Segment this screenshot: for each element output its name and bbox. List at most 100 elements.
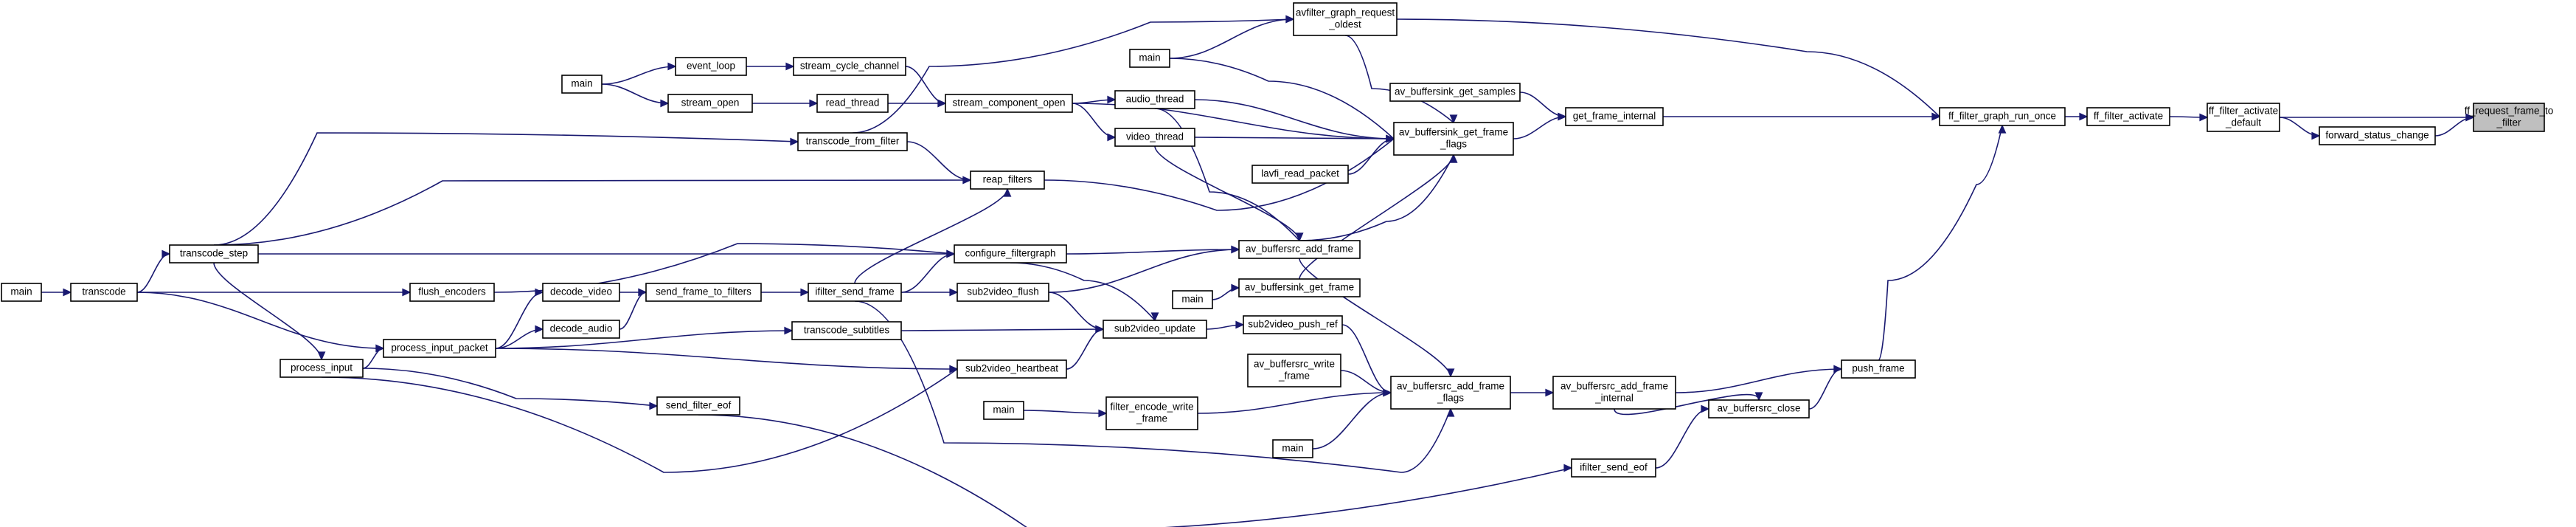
node-label: main [993,404,1014,416]
edge-line [1169,18,1294,59]
edge-line [1878,125,2003,361]
node-box [1105,396,1198,430]
node-transcode-subtitles[interactable]: transcode_subtitles [791,321,902,340]
node-label: process_input_packet [391,342,488,354]
node-sub2video-push-ref[interactable]: sub2video_push_ref [1243,315,1343,334]
node-lavfi-read-packet[interactable]: lavfi_read_packet [1251,165,1349,184]
edge-transcode-from-filter-to-avfilter-graph-request-oldest [852,15,1295,134]
node-transcode[interactable]: transcode [70,283,138,302]
edge-line [1010,262,1156,321]
node-event-loop[interactable]: event_loop [675,57,747,76]
node-transcode-from-filter[interactable]: transcode_from_filter [797,132,908,151]
node-sub2video-heartbeat[interactable]: sub2video_heartbeat [957,359,1067,379]
node-box [957,283,1049,302]
edge-av-buffersrc-add-frame-flags-to-av-buffersrc-add-frame-internal [1510,388,1555,397]
node-box [791,321,902,340]
edge-line [1299,258,1451,377]
node-box [1114,90,1195,109]
node-send-frame-to-filters[interactable]: send_frame_to_filters [645,283,762,302]
node-main-c[interactable]: main [1,283,42,302]
node-label: sub2video_heartbeat [965,363,1058,374]
edge-main-d-to-av-buffersink-get-frame [1212,283,1240,300]
node-process-input-packet[interactable]: process_input_packet [383,339,496,358]
edge-main-e-to-filter-encode-write-frame [1023,409,1108,418]
node-box [561,75,603,94]
node-box [1552,376,1676,410]
edge-arrowhead [162,249,171,258]
edge-av-buffersink-get-frame-to-av-buffersink-get-frame-flags [1299,154,1458,280]
node-main-b[interactable]: main [561,75,603,94]
node-push-frame[interactable]: push_frame [1841,359,1916,379]
node-sub2video-update[interactable]: sub2video_update [1103,320,1207,339]
edge-arrowhead [1295,232,1304,242]
node-av-buffersink-get-samples[interactable]: av_buffersink_get_samples [1389,83,1521,102]
node-process-input[interactable]: process_input [280,359,364,378]
edge-av-buffersrc-add-frame-internal-to-av-buffersrc-close [1614,392,1763,416]
node-audio-thread[interactable]: audio_thread [1114,90,1195,109]
node-read-thread[interactable]: read_thread [816,94,889,113]
node-main-e[interactable]: main [983,401,1024,420]
node-filter-encode-write-frame[interactable]: filter_encode_write_frame [1105,396,1198,430]
node-av-buffersink-get-frame-flags[interactable]: av_buffersink_get_frame_flags [1393,122,1514,156]
node-avfilter-graph-request-oldest[interactable]: avfilter_graph_request_oldest [1293,2,1398,36]
node-box [1571,458,1656,478]
edge-arrowhead [649,402,659,410]
node-label: transcode_subtitles [804,325,890,336]
node-ff-filter-activate-default[interactable]: ff_filter_activate_default [2207,103,2280,132]
edge-arrowhead [1931,112,1941,121]
node-transcode-step[interactable]: transcode_step [169,244,259,264]
edge-arrowhead [1003,187,1012,197]
node-get-frame-internal[interactable]: get_frame_internal [1565,107,1664,126]
node-main-d[interactable]: main [1172,290,1213,309]
node-ff-filter-activate[interactable]: ff_filter_activate [2086,107,2170,126]
edge-line [321,368,958,473]
edge-process-input-packet-to-decode-video [495,288,544,349]
node-ff-request-frame-to-filter[interactable]: ff_request_frame_to_filter [2465,103,2554,132]
node-stream-open[interactable]: stream_open [667,94,753,113]
node-ifilter-send-frame[interactable]: ifilter_send_frame [808,283,902,302]
node-av-buffersrc-add-frame[interactable]: av_buffersrc_add_frame [1238,240,1361,259]
node-label: reap_filters [983,174,1032,185]
node-av-buffersrc-close[interactable]: av_buffersrc_close [1708,399,1810,418]
edge-process-input-packet-to-sub2video-heartbeat [495,348,959,373]
node-send-filter-eof[interactable]: send_filter_eof [656,396,740,416]
edge-line [1675,368,1842,393]
node-main-a[interactable]: main [1129,49,1170,68]
node-reap-filters[interactable]: reap_filters [970,170,1045,190]
node-decode-audio[interactable]: decode_audio [542,320,620,339]
node-configure-filtergraph[interactable]: configure_filtergraph [954,244,1067,264]
edge-line [1344,35,1454,123]
node-label: forward_status_change [2325,130,2429,141]
node-ifilter-send-eof[interactable]: ifilter_send_eof [1571,458,1656,478]
edge-process-input-packet-to-transcode-subtitles [495,326,794,349]
edge-line [213,132,799,246]
edge-transcode-step-to-transcode-from-filter [213,132,799,246]
edge-audio-thread-to-av-buffersink-get-frame-flags [1194,99,1395,143]
edge-line [1513,116,1566,140]
node-label: sub2video_update [1114,323,1195,334]
node-flush-encoders[interactable]: flush_encoders [409,283,495,302]
node-label: av_buffersrc_close [1717,403,1800,414]
node-box [1939,107,2066,126]
node-video-thread[interactable]: video_thread [1114,128,1195,147]
node-stream-component-open[interactable]: stream_component_open [945,94,1073,113]
edge-arrowhead [1449,114,1458,124]
edge-transcode-step-to-process-input [213,262,326,361]
node-av-buffersrc-write-frame[interactable]: av_buffersrc_write_frame [1247,354,1341,388]
node-decode-video[interactable]: decode_video [542,283,620,302]
node-av-buffersink-get-frame[interactable]: av_buffersink_get_frame [1238,278,1361,297]
node-sub2video-flush[interactable]: sub2video_flush [957,283,1049,302]
node-label: ff_request_frame_to [2465,106,2554,117]
node-forward-status-change[interactable]: forward_status_change [2319,126,2436,145]
edge-line [619,292,647,330]
call-graph-edges [41,15,2475,527]
edge-read-thread-to-stream-component-open [888,99,947,108]
edge-line [495,292,544,349]
node-ff-filter-graph-run-once[interactable]: ff_filter_graph_run_once [1939,107,2066,126]
node-av-buffersrc-add-frame-internal[interactable]: av_buffersrc_add_frame_internal [1552,376,1676,410]
node-main-f[interactable]: main [1272,439,1313,458]
edge-line [1023,410,1107,414]
node-box [983,401,1024,420]
node-stream-cycle-channel[interactable]: stream_cycle_channel [793,57,906,76]
node-av-buffersrc-add-frame-flags[interactable]: av_buffersrc_add_frame_flags [1390,376,1511,410]
